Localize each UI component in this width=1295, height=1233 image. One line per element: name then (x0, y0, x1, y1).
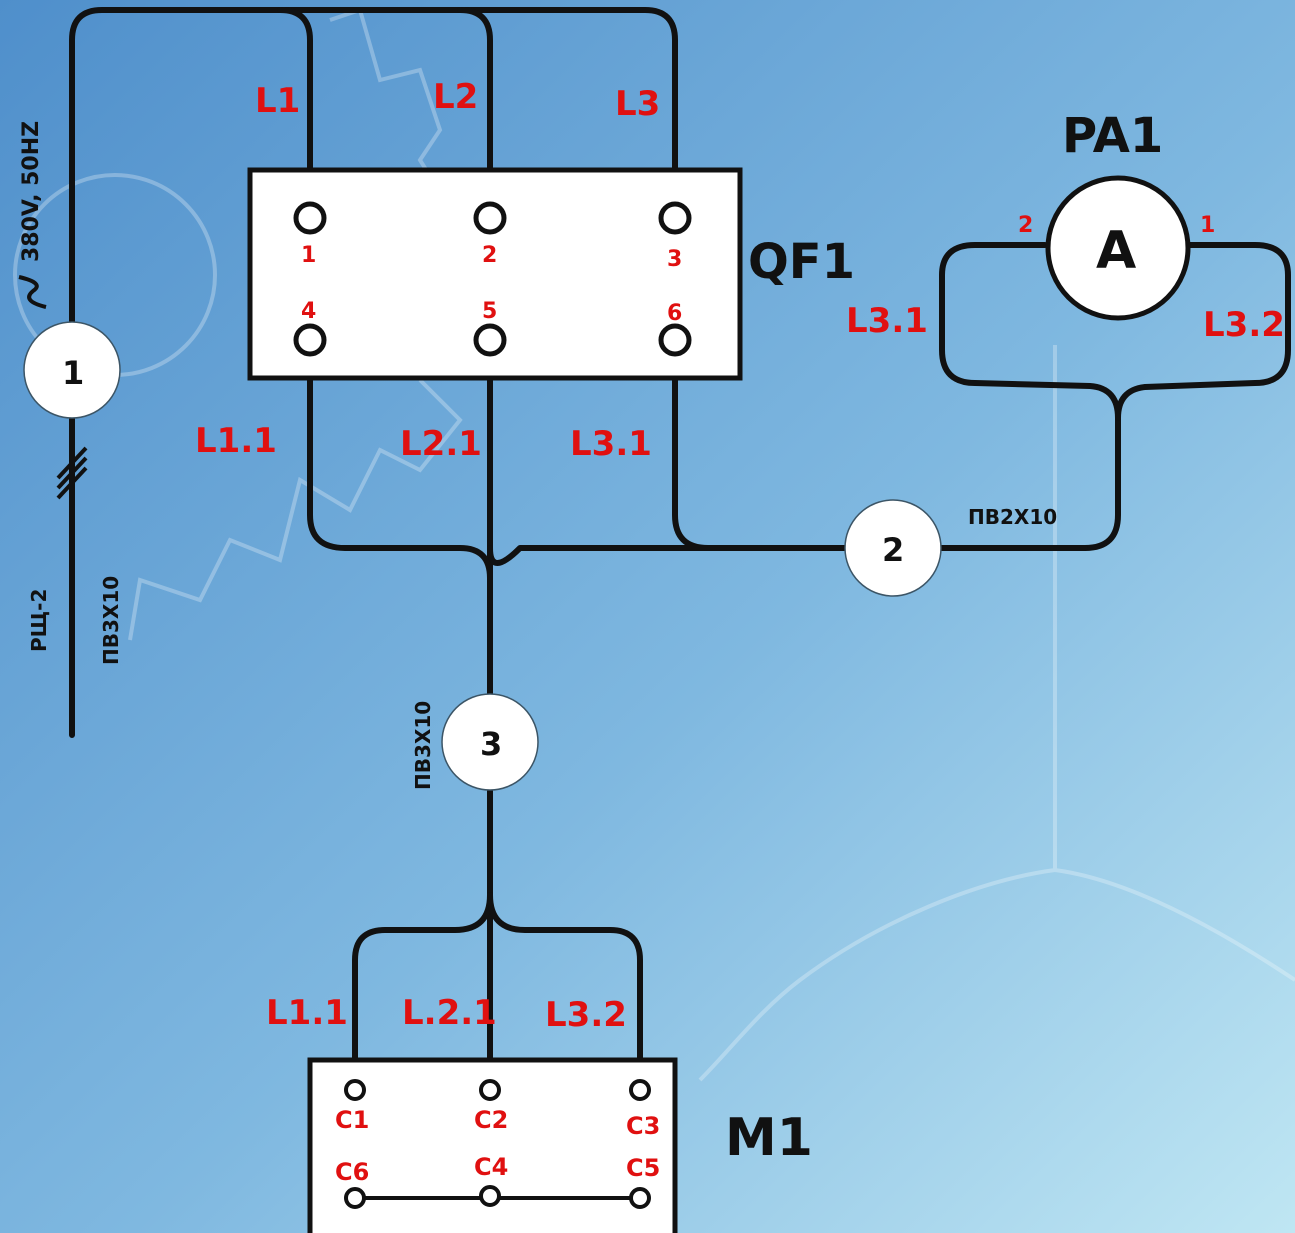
breaker-terminal-label-1: 1 (301, 243, 316, 268)
cable-node-2 (844, 499, 942, 597)
supply-spec-label: 380V, 50HZ (19, 121, 44, 262)
ammeter-terminal-label-2: 2 (1018, 213, 1033, 238)
motor-in-label-l2-1: L.2.1 (402, 993, 497, 1033)
tilde-icon (18, 275, 47, 309)
breaker-terminal-1 (293, 201, 327, 235)
cable-node-label-2: 2 (882, 531, 904, 569)
motor-terminal-label-c3: C3 (626, 1112, 660, 1140)
breaker-out-label-l1-1: L1.1 (195, 421, 277, 461)
breaker-terminal-2 (473, 201, 507, 235)
breaker-out-label-l3-1: L3.1 (570, 424, 652, 464)
cable-node-label-3: 3 (480, 725, 502, 763)
cable-node-3 (441, 693, 539, 791)
breaker-terminal-4 (293, 323, 327, 357)
phase-label-l1: L1 (255, 81, 300, 121)
motor-terminal-c3 (629, 1079, 651, 1101)
breaker-out-label-l2-1: L2.1 (400, 424, 482, 464)
ammeter-cable-spec: ПВ2Х10 (968, 505, 1057, 529)
motor-terminal-c4 (479, 1185, 501, 1207)
ammeter-symbol: A (1096, 221, 1136, 281)
ammeter-label-l3-1: L3.1 (846, 301, 928, 341)
motor-terminal-label-c4: C4 (474, 1153, 508, 1181)
motor-terminal-c2 (479, 1079, 501, 1101)
motor-terminal-label-c1: C1 (335, 1106, 369, 1134)
motor-terminal-c1 (344, 1079, 366, 1101)
motor-terminal-label-c5: C5 (626, 1154, 660, 1182)
motor-terminal-label-c6: C6 (335, 1158, 369, 1186)
motor-terminal-c5 (629, 1187, 651, 1209)
breaker-terminal-6 (658, 323, 692, 357)
ammeter-label-l3-2: L3.2 (1203, 305, 1285, 345)
cable3-spec-label: ПВ3Х10 (411, 701, 435, 790)
motor-name: M1 (725, 1108, 813, 1168)
motor-in-label-l3-2: L3.2 (545, 995, 627, 1035)
breaker-terminal-label-6: 6 (667, 301, 682, 326)
motor-terminal-label-c2: C2 (474, 1106, 508, 1134)
breaker-terminal-label-5: 5 (482, 299, 497, 324)
cable-node-1 (23, 321, 121, 419)
supply-cable-label: ПВ3Х10 (99, 576, 123, 665)
ammeter-terminal-label-1: 1 (1200, 213, 1215, 238)
phase-label-l2: L2 (433, 77, 478, 117)
motor-in-label-l1-1: L1.1 (266, 993, 348, 1033)
motor-terminal-c6 (344, 1187, 366, 1209)
supply-source-label: РЩ-2 (27, 589, 51, 652)
ammeter-name: PA1 (1062, 108, 1163, 164)
wires (69, 7, 1291, 1088)
breaker-terminal-5 (473, 323, 507, 357)
breaker-name: QF1 (748, 234, 855, 290)
ammeter-pa1 (1045, 175, 1191, 321)
cable-tick-marks (56, 446, 88, 500)
cable-node-label-1: 1 (62, 354, 84, 392)
phase-label-l3: L3 (615, 84, 660, 124)
breaker-terminal-label-4: 4 (301, 299, 316, 324)
breaker-terminal-label-2: 2 (482, 243, 497, 268)
breaker-terminal-3 (658, 201, 692, 235)
breaker-terminal-label-3: 3 (667, 247, 682, 272)
